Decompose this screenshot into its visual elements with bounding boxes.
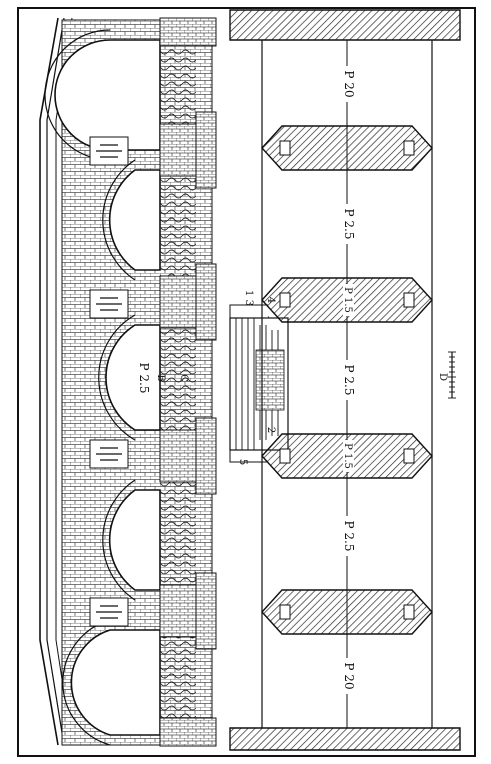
pier-footing-4 (195, 572, 217, 650)
parapet-inner (46, 17, 65, 746)
statue-2 (96, 297, 122, 311)
scale-label-d: D (437, 373, 448, 381)
detail-mark-2: 2 (265, 427, 276, 433)
water-span-5 (160, 637, 196, 718)
arch-ring-5 (62, 619, 111, 746)
pier-elev-4 (159, 584, 201, 638)
bridge-elevation: P 2.5 B C (39, 17, 217, 747)
plate-border (17, 7, 476, 757)
arch-opening-5 (70, 629, 161, 736)
span-label-2: P 2.5 (342, 209, 356, 240)
label-b: B (155, 374, 166, 381)
arch-opening-1 (54, 39, 161, 151)
scale-bar: D (437, 351, 456, 399)
pier-footing-1 (195, 111, 217, 189)
pier-elev-1 (159, 123, 201, 177)
span-label-3: P 2.5 (342, 365, 356, 396)
span-label-1: P 20 (342, 70, 356, 97)
bridge-plan: P 20 P 2.5 P 2.5 P 2.5 P 20 P 1.5 P 1.5 (229, 9, 461, 751)
detail-step-bottom (229, 450, 268, 463)
elevation-piers (159, 17, 217, 747)
plan-pier-4 (261, 589, 433, 635)
abutment-top (159, 17, 217, 47)
arch-opening-3 (105, 324, 161, 431)
abutment-bottom (159, 717, 217, 747)
pier-elev-2 (159, 275, 201, 329)
detail-grid (255, 349, 285, 411)
pier-width-label-1: P 1.5 (342, 287, 353, 313)
arch-ring-1 (44, 29, 111, 161)
pier-width-label-2: P 1.5 (342, 443, 353, 469)
plan-abutment-bottom (229, 727, 461, 751)
arch-opening-4 (108, 489, 161, 591)
arch-ring-4 (102, 479, 136, 601)
river-water (160, 46, 196, 718)
label-c: C (178, 374, 189, 382)
water-span-3 (160, 328, 196, 430)
plan-pier-1 (261, 125, 433, 171)
parapet (39, 17, 59, 746)
water-span-4 (160, 482, 196, 585)
detail-mark-1: 1 (259, 315, 270, 321)
detail-mark-13: 1 3 (243, 290, 254, 306)
detail-step-top (229, 304, 268, 318)
water-span-2 (160, 176, 196, 276)
arches (44, 29, 161, 746)
arch-ring-3 (98, 314, 136, 441)
pier-elev-3 (159, 429, 201, 483)
plan-abutment-top (229, 9, 461, 41)
arch-opening-2 (108, 169, 161, 271)
statue-niches (89, 136, 129, 627)
span-label-4: P 2.5 (342, 521, 356, 552)
arch-ring-2 (102, 159, 136, 281)
pier-footing-3 (195, 417, 217, 495)
pier-sockets (279, 140, 415, 620)
statue-4 (96, 605, 122, 619)
pier-detail: 1 3 1 4 2 5 (229, 290, 289, 465)
detail-mark-5: 5 (237, 459, 248, 465)
span-label-5: P 20 (342, 662, 356, 689)
statue-3 (96, 447, 122, 461)
statue-1 (96, 144, 122, 158)
arch-span-label: P 2.5 (137, 363, 151, 394)
water-span-1 (160, 46, 196, 124)
pier-footing-2 (195, 263, 217, 341)
